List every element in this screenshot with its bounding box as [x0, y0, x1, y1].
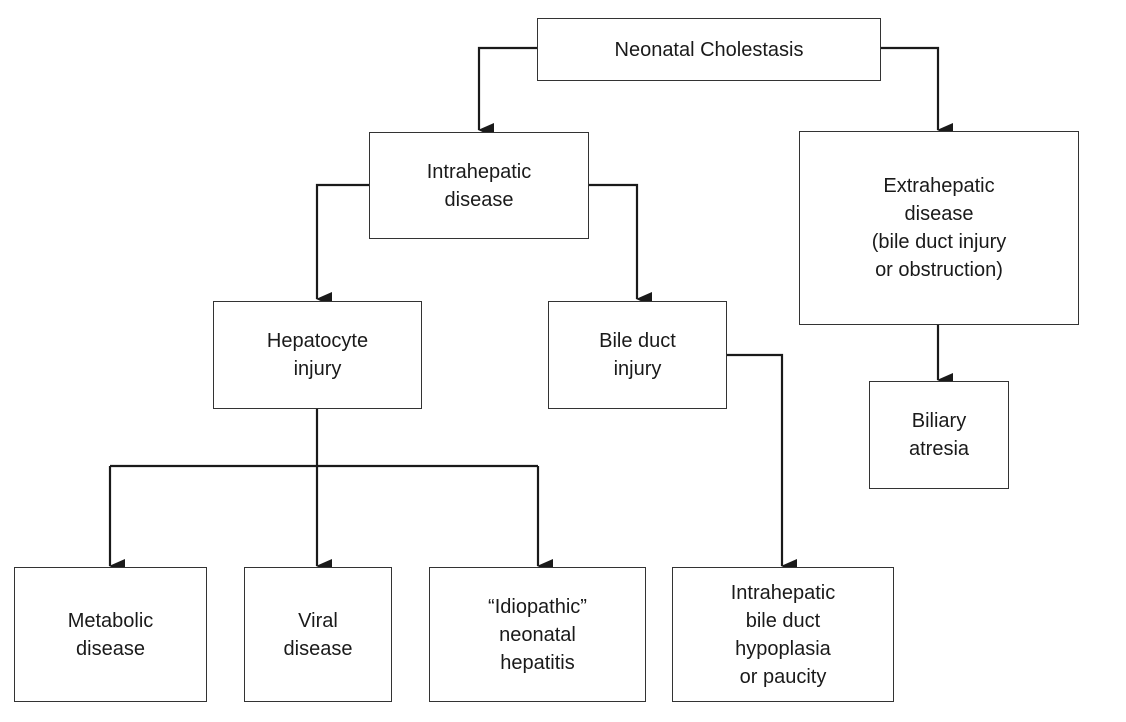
node-intrahepatic-bile-duct-hypoplasia: Intrahepatic bile duct hypoplasia or pau…: [672, 567, 894, 702]
arrow-root-to-intrahepatic: [477, 46, 537, 137]
node-label: Intrahepatic disease: [426, 160, 532, 211]
node-label: Viral disease: [283, 609, 353, 660]
node-hepatocyte-injury: Hepatocyte injury: [213, 301, 422, 409]
node-idiopathic-neonatal-hepatitis: “Idiopathic” neonatal hepatitis: [429, 567, 646, 702]
node-label: Neonatal Cholestasis: [614, 38, 804, 61]
node-intrahepatic-disease: Intrahepatic disease: [369, 132, 589, 239]
node-label: Metabolic disease: [67, 609, 154, 660]
node-bile-duct-injury: Bile duct injury: [548, 301, 727, 409]
node-metabolic-disease: Metabolic disease: [14, 567, 207, 702]
node-extrahepatic-disease: Extrahepatic disease (bile duct injury o…: [799, 131, 1079, 325]
arrow-root-to-extrahepatic: [880, 46, 953, 137]
node-viral-disease: Viral disease: [244, 567, 392, 702]
node-label: Extrahepatic disease (bile duct injury o…: [871, 175, 1007, 281]
node-biliary-atresia: Biliary atresia: [869, 381, 1009, 489]
node-label: Intrahepatic bile duct hypoplasia or pau…: [730, 581, 836, 688]
node-label: “Idiopathic” neonatal hepatitis: [488, 595, 587, 674]
node-label: Bile duct injury: [599, 330, 676, 380]
arrow-intrahepatic-to-bile-duct: [588, 183, 652, 306]
arrow-intrahepatic-to-hepatocyte: [315, 183, 369, 306]
node-label: Biliary atresia: [908, 410, 970, 460]
node-neonatal-cholestasis: Neonatal Cholestasis: [537, 18, 881, 81]
arrow-bile-duct-to-hypoplasia: [726, 353, 797, 573]
node-label: Hepatocyte injury: [266, 330, 369, 380]
